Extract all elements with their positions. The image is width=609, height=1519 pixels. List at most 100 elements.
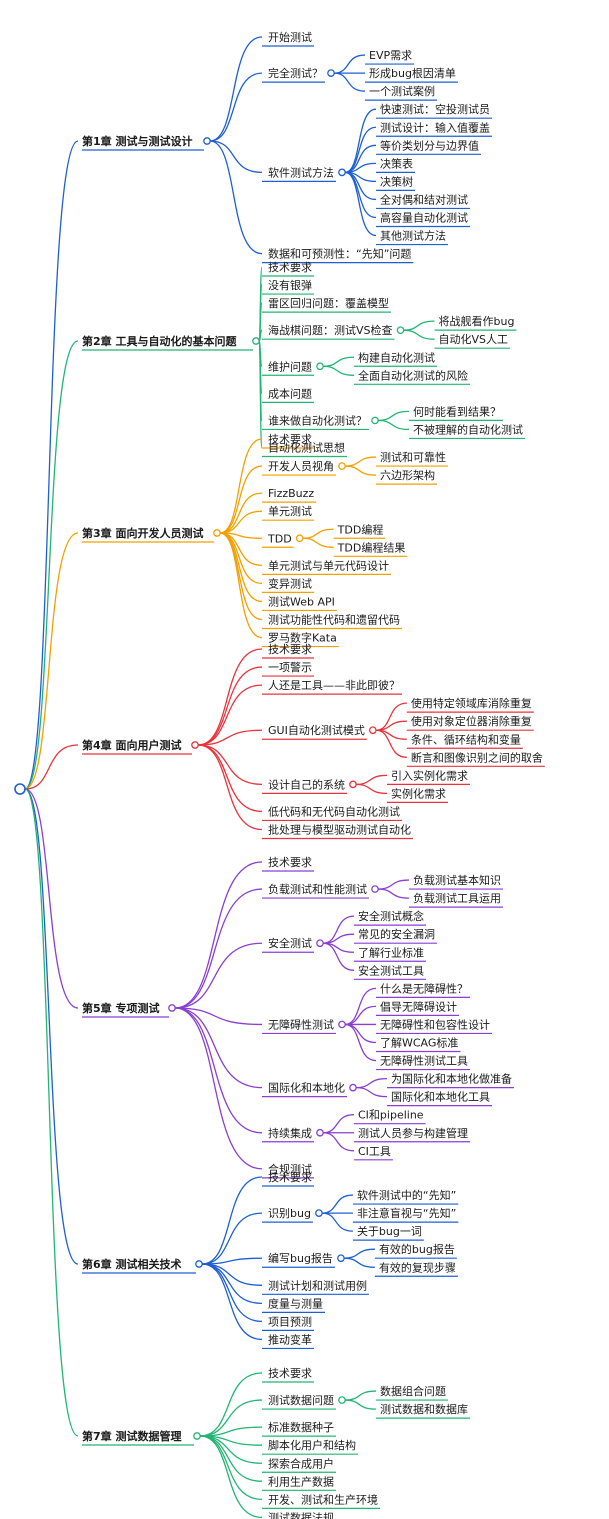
topic-label: 技术要求 xyxy=(268,1367,312,1380)
topic-label: 国际化和本地化 xyxy=(268,1081,345,1095)
subtopic-label: 测试设计：输入值覆盖 xyxy=(380,120,490,134)
topic-connector-dot xyxy=(349,780,357,789)
subtopic-label: 条件、循环结构和变量 xyxy=(411,732,521,746)
topic-connector-dot xyxy=(315,1209,323,1217)
topic-label: 开发、测试和生产环境 xyxy=(268,1492,378,1506)
chapter-to-topic-line xyxy=(174,1007,263,1134)
topic-label: 项目预测 xyxy=(268,1315,312,1328)
subtopic-label: 安全测试概念 xyxy=(358,909,424,923)
topic-connector-dot xyxy=(349,1083,357,1092)
topic-label: 开发人员视角 xyxy=(268,459,334,473)
topic-connector-dot xyxy=(295,534,304,543)
subtopic-label: 全对偶和结对测试 xyxy=(380,192,468,206)
chapter-title: 第7章 测试数据管理 xyxy=(82,1429,181,1443)
subtopic-label: 实例化需求 xyxy=(391,786,446,800)
topic-to-subtopic-line xyxy=(343,1257,375,1268)
topic-label: 设计自己的系统 xyxy=(268,777,345,791)
subtopic-label: 使用特定领域库消除重复 xyxy=(411,696,532,710)
chapter-to-topic-line xyxy=(174,1007,263,1089)
topic-label: 探索合成用户 xyxy=(268,1456,334,1470)
chapter-to-topic-line xyxy=(199,1435,263,1519)
topic-connector-dot xyxy=(338,1020,346,1029)
topic-label: TDD xyxy=(267,532,292,545)
chapter-to-topic-line xyxy=(219,532,263,585)
subtopic-label: 其他测试方法 xyxy=(380,229,446,243)
topic-label: 海战棋问题：测试VS检查 xyxy=(268,323,393,337)
topic-label: 合规测试 xyxy=(268,1162,312,1176)
chapter-to-topic-line xyxy=(209,72,263,142)
subtopic-label: 无障碍性和包容性设计 xyxy=(380,1017,490,1031)
topic-label: 技术要求 xyxy=(268,261,312,274)
topic-to-subtopic-line xyxy=(344,144,377,174)
topic-to-subtopic-line xyxy=(344,1023,377,1044)
chapter-to-topic-line xyxy=(258,340,263,449)
topic-to-subtopic-line xyxy=(344,456,377,467)
topic-connector-dot xyxy=(371,885,379,893)
chapter-connector-dot xyxy=(213,529,221,537)
subtopic-label: 引入实例化需求 xyxy=(391,768,468,782)
topic-label: 持续集成 xyxy=(268,1126,312,1140)
chapter-to-topic-line xyxy=(174,1007,263,1026)
topic-label: FizzBuzz xyxy=(268,487,314,500)
chapter-title: 第6章 测试相关技术 xyxy=(82,1257,181,1271)
topic-to-subtopic-line xyxy=(322,1114,355,1134)
chapter-to-topic-line xyxy=(197,648,263,746)
topic-to-subtopic-line xyxy=(333,54,366,74)
chapter-to-topic-line xyxy=(219,465,263,534)
chapter-to-topic-line xyxy=(197,744,263,831)
topic-to-subtopic-line xyxy=(344,171,377,201)
topic-label: 没有银弹 xyxy=(268,278,312,292)
topic-to-subtopic-line xyxy=(344,171,377,237)
topic-label: 技术要求 xyxy=(268,433,312,446)
topic-label: 软件测试方法 xyxy=(268,165,334,179)
subtopic-label: 了解WCAG标准 xyxy=(380,1036,458,1050)
chapter-to-topic-line xyxy=(197,684,263,746)
subtopic-label: 倡导无障碍设计 xyxy=(380,999,457,1013)
chapter-to-topic-line xyxy=(174,1007,263,1170)
subtopic-label: 无障碍性测试工具 xyxy=(380,1054,468,1068)
chapter-to-topic-line xyxy=(197,744,263,813)
chapter-title: 第4章 面向用户测试 xyxy=(82,738,181,752)
subtopic-label: 决策表 xyxy=(380,156,413,170)
topic-connector-dot xyxy=(337,1254,345,1263)
topic-label: 脚本化用户和结构 xyxy=(268,1438,356,1452)
topic-connector-dot xyxy=(327,69,335,77)
chapter-to-topic-line xyxy=(219,438,263,534)
chapter-connector-dot xyxy=(191,741,199,749)
chapter-to-topic-line xyxy=(199,1435,263,1464)
subtopic-label: 非注意盲视与“先知” xyxy=(357,1206,456,1220)
topic-to-subtopic-line xyxy=(403,320,435,331)
topic-label: 编写bug报告 xyxy=(268,1251,333,1265)
topic-to-subtopic-line xyxy=(322,1132,355,1152)
subtopic-label: 测试人员参与构建管理 xyxy=(358,1126,468,1140)
topic-to-subtopic-line xyxy=(302,528,334,539)
subtopic-label: 国际化和本地化工具 xyxy=(391,1090,490,1104)
chapter-connector-dot xyxy=(195,1260,203,1268)
topic-label: 人还是工具——非此即彼？ xyxy=(268,679,400,692)
subtopic-label: 等价类划分与边界值 xyxy=(380,138,479,152)
chapter-connector-dot xyxy=(168,1004,176,1012)
topic-connector-dot xyxy=(338,168,346,177)
chapter-title: 第1章 测试与测试设计 xyxy=(82,134,192,148)
topic-label: 识别bug xyxy=(268,1207,311,1220)
chapter-to-topic-line xyxy=(201,1257,263,1265)
chapter-to-topic-line xyxy=(209,140,263,255)
topic-label: 批处理与模型驱动测试自动化 xyxy=(268,823,411,837)
topic-to-subtopic-line xyxy=(377,879,410,890)
chapter-title: 第3章 面向开发人员测试 xyxy=(82,526,203,540)
topic-connector-dot xyxy=(338,462,346,470)
topic-to-subtopic-line xyxy=(322,942,355,971)
subtopic-label: 不被理解的自动化测试 xyxy=(413,422,523,436)
topic-to-subtopic-line xyxy=(355,1077,388,1089)
topic-connector-dot xyxy=(316,939,324,948)
subtopic-label: 测试和可靠性 xyxy=(380,450,446,464)
subtopic-label: 负载测试工具运用 xyxy=(413,891,501,905)
subtopic-label: TDD编程 xyxy=(337,522,384,536)
chapter-to-topic-line xyxy=(219,510,263,534)
topic-label: 测试数据问题 xyxy=(268,1393,334,1407)
subtopic-label: 自动化VS人工 xyxy=(439,332,509,346)
subtopic-label: 关于bug一词 xyxy=(357,1224,422,1238)
topic-label: 利用生产数据 xyxy=(268,1474,334,1488)
subtopic-label: 一个测试案例 xyxy=(369,84,435,98)
